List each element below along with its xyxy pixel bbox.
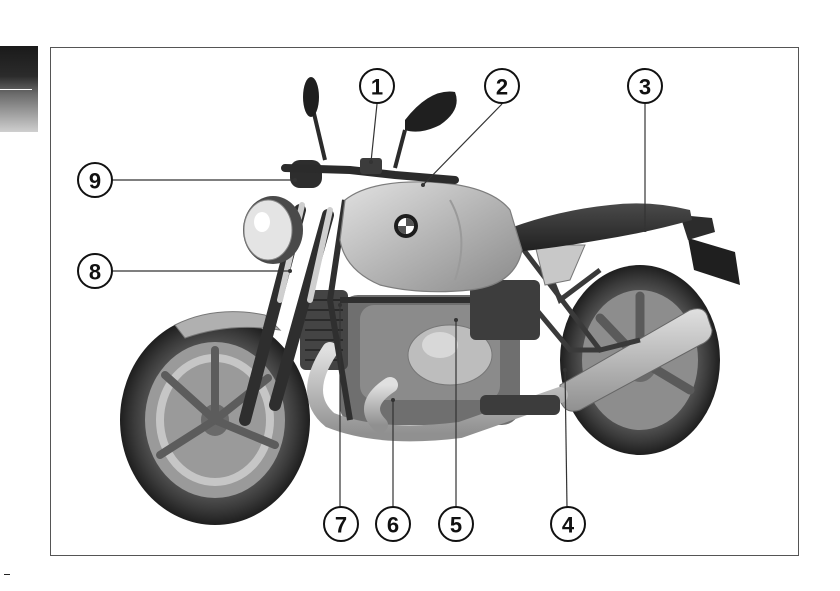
license-plate — [688, 238, 740, 285]
callout-7: 7 — [324, 507, 358, 541]
headlight — [243, 196, 303, 264]
seat — [510, 203, 692, 252]
rear-frame-bracket — [535, 245, 585, 285]
callout-1: 1 — [360, 69, 394, 103]
footpeg-bracket — [480, 395, 560, 415]
callout-8-label: 8 — [89, 260, 101, 285]
callout-3-label: 3 — [639, 75, 651, 100]
left-mirror — [303, 77, 325, 160]
callout-9: 9 — [78, 163, 112, 197]
instrument-cluster — [290, 160, 322, 188]
callout-9-label: 9 — [89, 169, 101, 194]
callout-4: 4 — [551, 507, 585, 541]
front-wheel — [120, 315, 310, 525]
brand-roundel-icon — [394, 214, 418, 238]
callout-2-label: 2 — [496, 75, 508, 100]
callout-6: 6 — [376, 507, 410, 541]
callout-5: 5 — [439, 507, 473, 541]
callout-2: 2 — [485, 69, 519, 103]
callout-3: 3 — [628, 69, 662, 103]
callout-4-label: 4 — [562, 513, 575, 538]
callout-7-label: 7 — [335, 513, 347, 538]
callout-1-label: 1 — [371, 75, 383, 100]
callout-5-label: 5 — [450, 513, 462, 538]
fuel-tank — [340, 182, 522, 292]
callout-6-label: 6 — [387, 513, 399, 538]
right-mirror — [395, 92, 457, 168]
callout-8: 8 — [78, 254, 112, 288]
